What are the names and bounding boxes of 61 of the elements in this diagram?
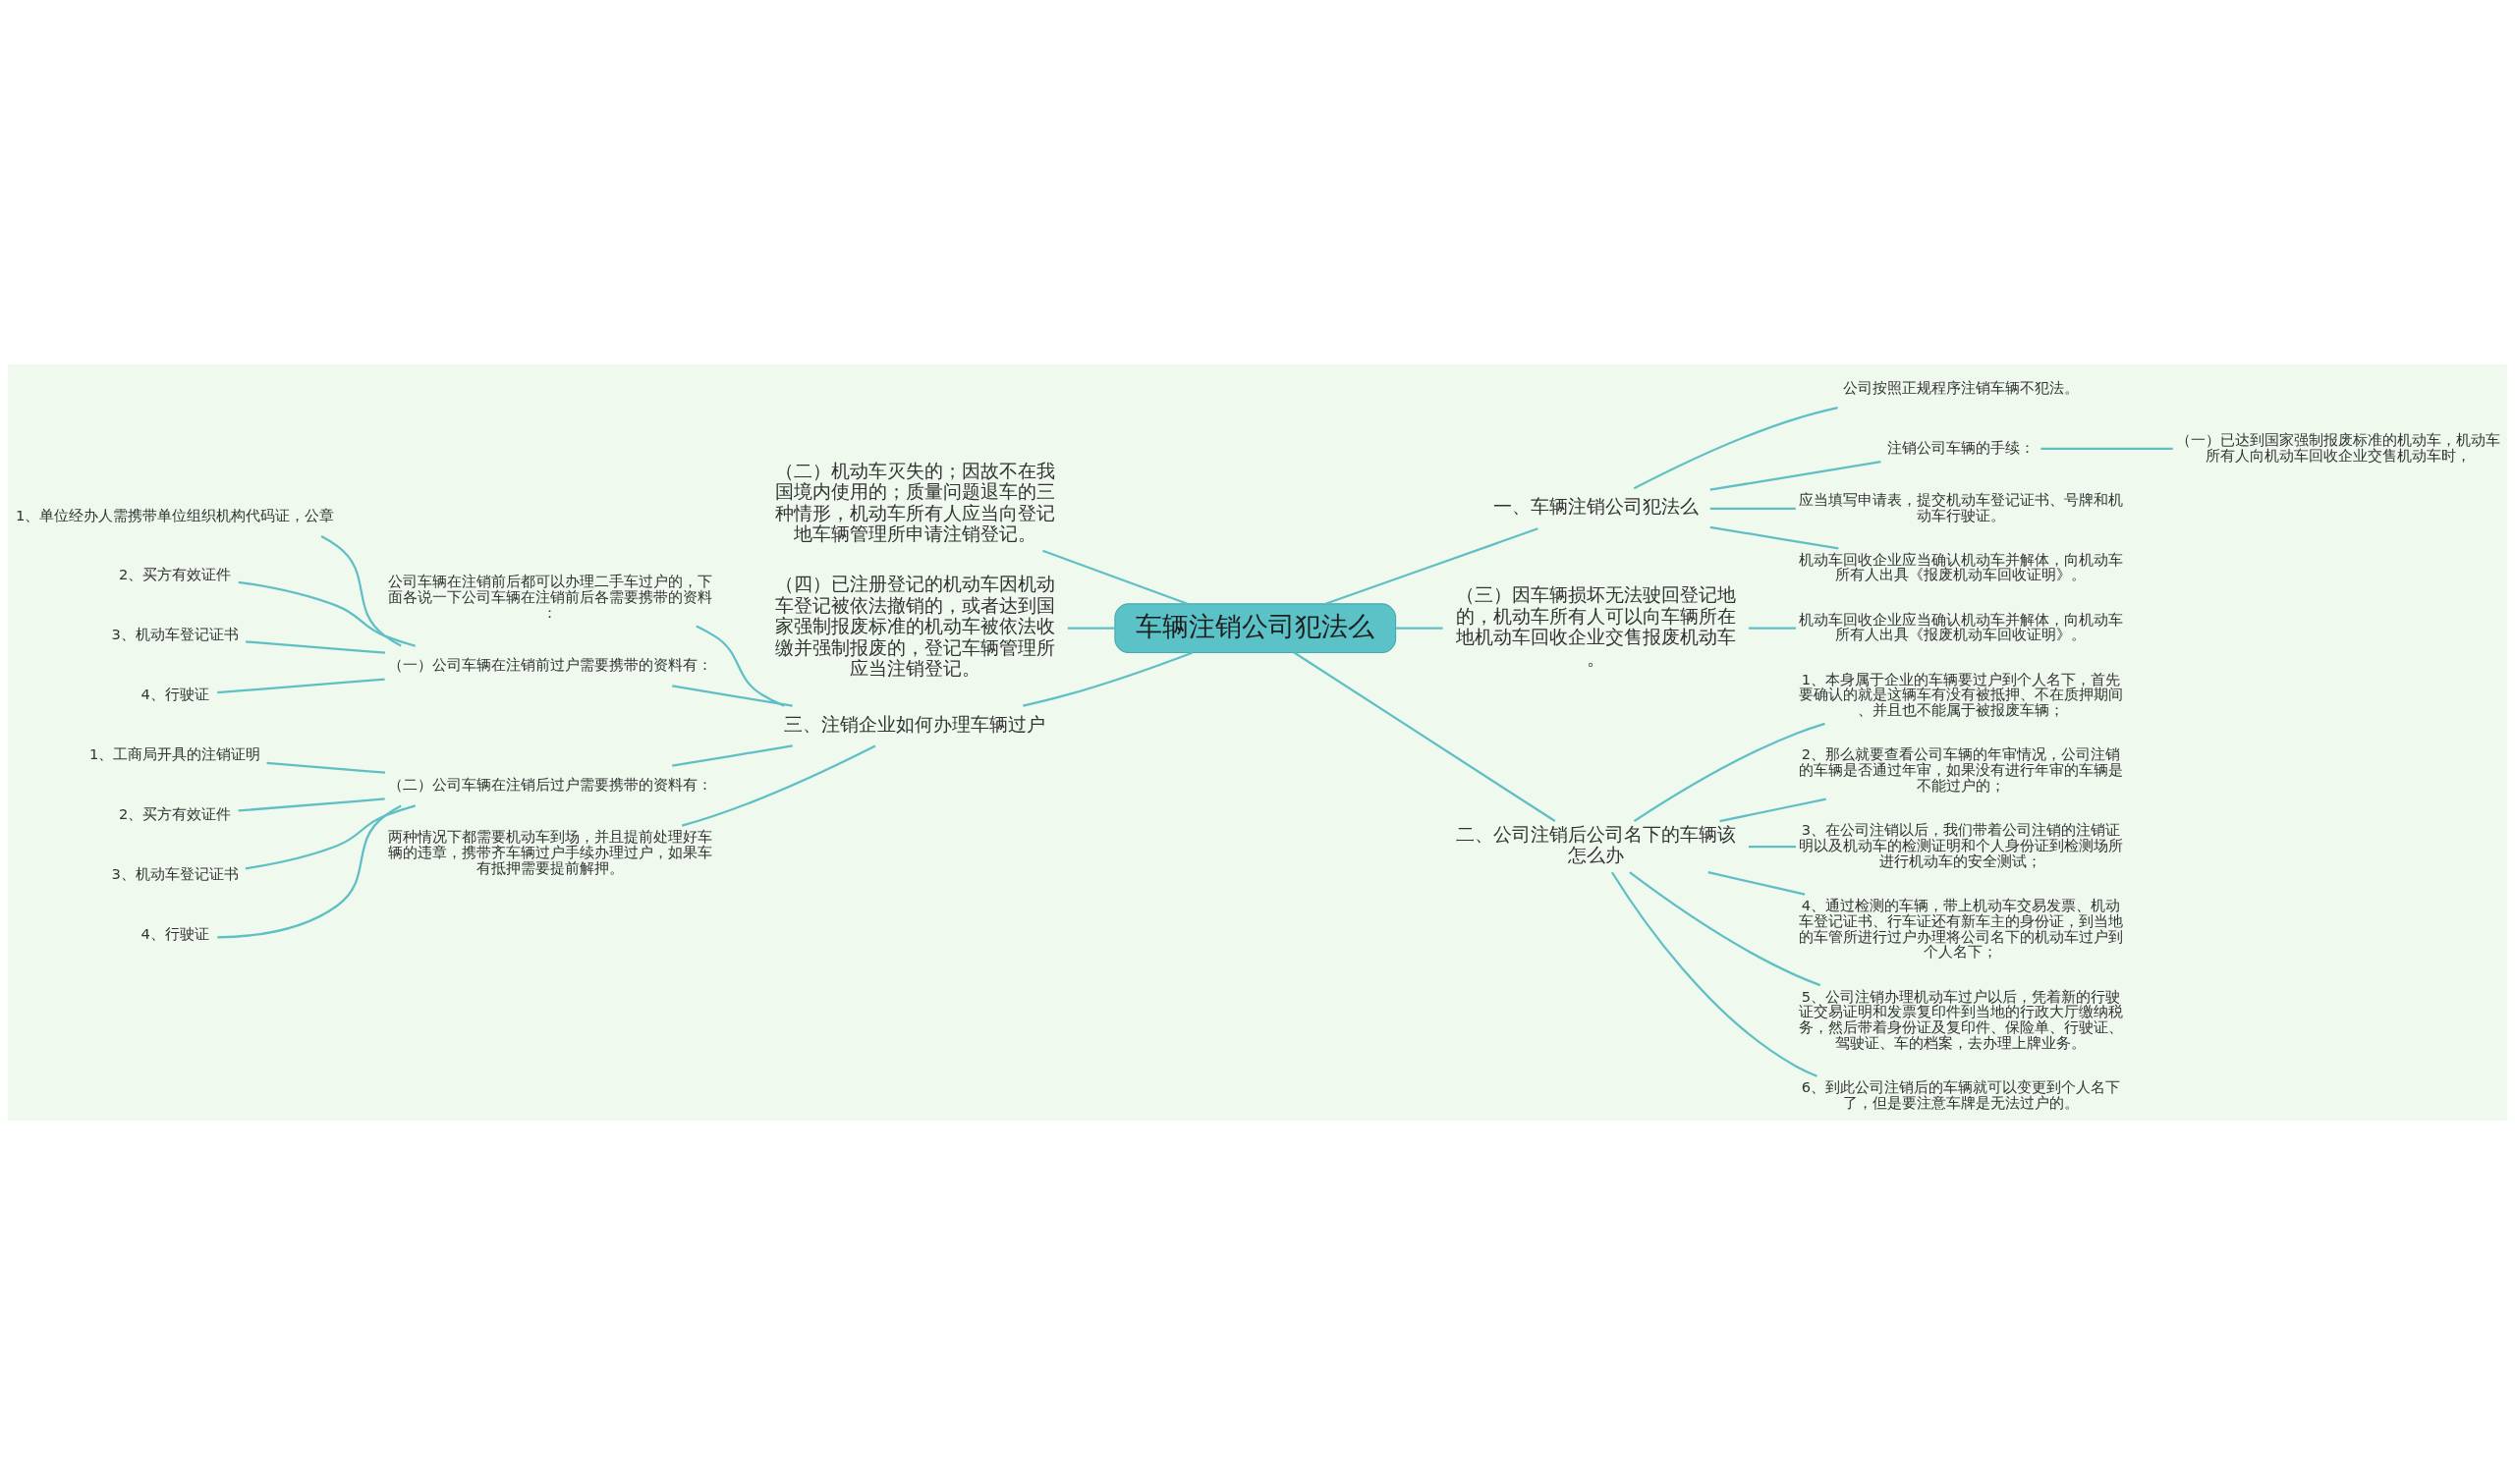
connector bbox=[217, 804, 402, 938]
node-text: （一）公司车辆在注销前过户需要携带的资料有： bbox=[387, 655, 712, 673]
connector bbox=[1719, 797, 1826, 822]
node-text: 注销公司车辆的手续： bbox=[1886, 438, 2035, 456]
node-text: 三、注销企业如何办理车辆过户 bbox=[784, 712, 1046, 736]
connector bbox=[1629, 870, 1821, 986]
node-text: （四）已注册登记的机动车因机动车登记被依法撤销的，或者达到国家强制报废标准的机动车被依法收缴并强制报废的，登记车辆管理所应当注销登记。 bbox=[774, 572, 1055, 680]
node-text: 两种情况下都需要机动车到场，并且提前处理好车辆的违章，携带齐车辆过户手续办理过户，如果车有抵押需要提前解押。 bbox=[387, 827, 712, 876]
node-text: 2、买方有效证件 bbox=[118, 565, 232, 582]
connector bbox=[1395, 627, 1443, 630]
node-text: 1、工商局开具的注销证明 bbox=[88, 744, 261, 762]
node-text: 应当填写申请表，提交机动车登记证书、号牌和机动车行驶证。 bbox=[1798, 490, 2123, 523]
node-text: 机动车回收企业应当确认机动车并解体，向机动车所有人出具《报废机动车回收证明》。 bbox=[1798, 610, 2123, 642]
connector bbox=[681, 744, 876, 827]
connector bbox=[245, 803, 417, 869]
node-text: 公司车辆在注销前后都可以办理二手车过户的，下面各说一下公司车辆在注销前后各需要携带的资料： bbox=[387, 572, 712, 621]
connector bbox=[1707, 870, 1806, 896]
connector bbox=[2040, 447, 2173, 450]
node-text: （一）已达到国家强制报废标准的机动车，机动车所有人向机动车回收企业交售机动车时， bbox=[2175, 430, 2500, 464]
node-text: 1、单位经办人需携带单位组织机构代码证，公章 bbox=[15, 506, 335, 523]
connector bbox=[1633, 406, 1838, 489]
connector bbox=[1709, 525, 1839, 549]
node-text: 4、行驶证 bbox=[140, 685, 209, 702]
connector bbox=[1748, 627, 1797, 630]
node-text: 3、机动车登记证书 bbox=[111, 625, 239, 642]
connector bbox=[238, 580, 417, 647]
connector bbox=[217, 677, 385, 693]
connector bbox=[672, 743, 793, 767]
node-text: 3、在公司注销以后，我们带着公司注销的注销证明以及机动车的检测证明和个人身份证到检测场所进行机动车的安全测试； bbox=[1798, 820, 2123, 869]
connector bbox=[1325, 526, 1538, 605]
connector bbox=[1610, 871, 1817, 1077]
node-text: 3、机动车登记证书 bbox=[111, 864, 239, 882]
node-text: 4、行驶证 bbox=[140, 924, 209, 942]
connector bbox=[1748, 845, 1797, 848]
node-text: 公司按照正规程序注销车辆不犯法。 bbox=[1842, 378, 2079, 396]
connector bbox=[1709, 507, 1796, 510]
node-text: 4、通过检测的车辆，带上机动车交易发票、机动车登记证书、行车证还有新车主的身份证，到当地的车管所进行过户办理将公司名下的机动车过户到个人名下； bbox=[1798, 896, 2123, 960]
connector bbox=[246, 639, 386, 654]
node-text: 6、到此公司注销后的车辆就可以变更到个人名下了，但是要注意车牌是无法过户的。 bbox=[1801, 1077, 2120, 1111]
node-text: （二）公司车辆在注销后过户需要携带的资料有： bbox=[387, 775, 712, 793]
connector bbox=[1633, 722, 1825, 822]
connector bbox=[1023, 651, 1193, 707]
node-text: 5、公司注销办理机动车过户以后，凭着新的行驶证交易证明和发票复印件到当地的行政大厅缴纳税务，然后带着身份证及复印件、保险单、行驶证、驾驶证、车的档案，去办理上牌业务。 bbox=[1798, 987, 2123, 1051]
connector bbox=[1293, 651, 1556, 822]
node-text: （二）机动车灭失的；因故不在我国境内使用的；质量问题退车的三种情形，机动车所有人应当向登记地车辆管理所申请注销登记。 bbox=[774, 459, 1055, 545]
connector bbox=[1042, 549, 1188, 605]
connector bbox=[696, 625, 785, 707]
connector bbox=[238, 797, 385, 812]
node-text: 机动车回收企业应当确认机动车并解体，向机动车所有人出具《报废机动车回收证明》。 bbox=[1798, 550, 2123, 582]
node-text: 二、公司注销后公司名下的车辆该怎么办 bbox=[1455, 822, 1736, 866]
node-text: 2、那么就要查看公司车辆的年审情况，公司注销的车辆是否通过年审，如果没有进行年审的车辆是不能过户的； bbox=[1798, 744, 2123, 794]
connector bbox=[266, 761, 386, 774]
node-text: 一、车辆注销公司犯法么 bbox=[1492, 494, 1699, 518]
connector bbox=[672, 684, 793, 707]
connector bbox=[1067, 627, 1115, 630]
node-text: （三）因车辆损坏无法驶回登记地的，机动车所有人可以向车辆所在地机动车回收企业交售报废机动车。 bbox=[1455, 582, 1736, 670]
node-box: 车辆注销公司犯法么 bbox=[1114, 602, 1397, 653]
connector bbox=[320, 534, 402, 647]
node-text: 2、买方有效证件 bbox=[118, 804, 232, 822]
connector bbox=[1709, 460, 1881, 491]
node-text: 1、本身属于企业的车辆要过户到个人名下，首先要确认的就是这辆车有没有被抵押、不在质押期间、并且也不能属于被报废车辆； bbox=[1798, 670, 2123, 718]
